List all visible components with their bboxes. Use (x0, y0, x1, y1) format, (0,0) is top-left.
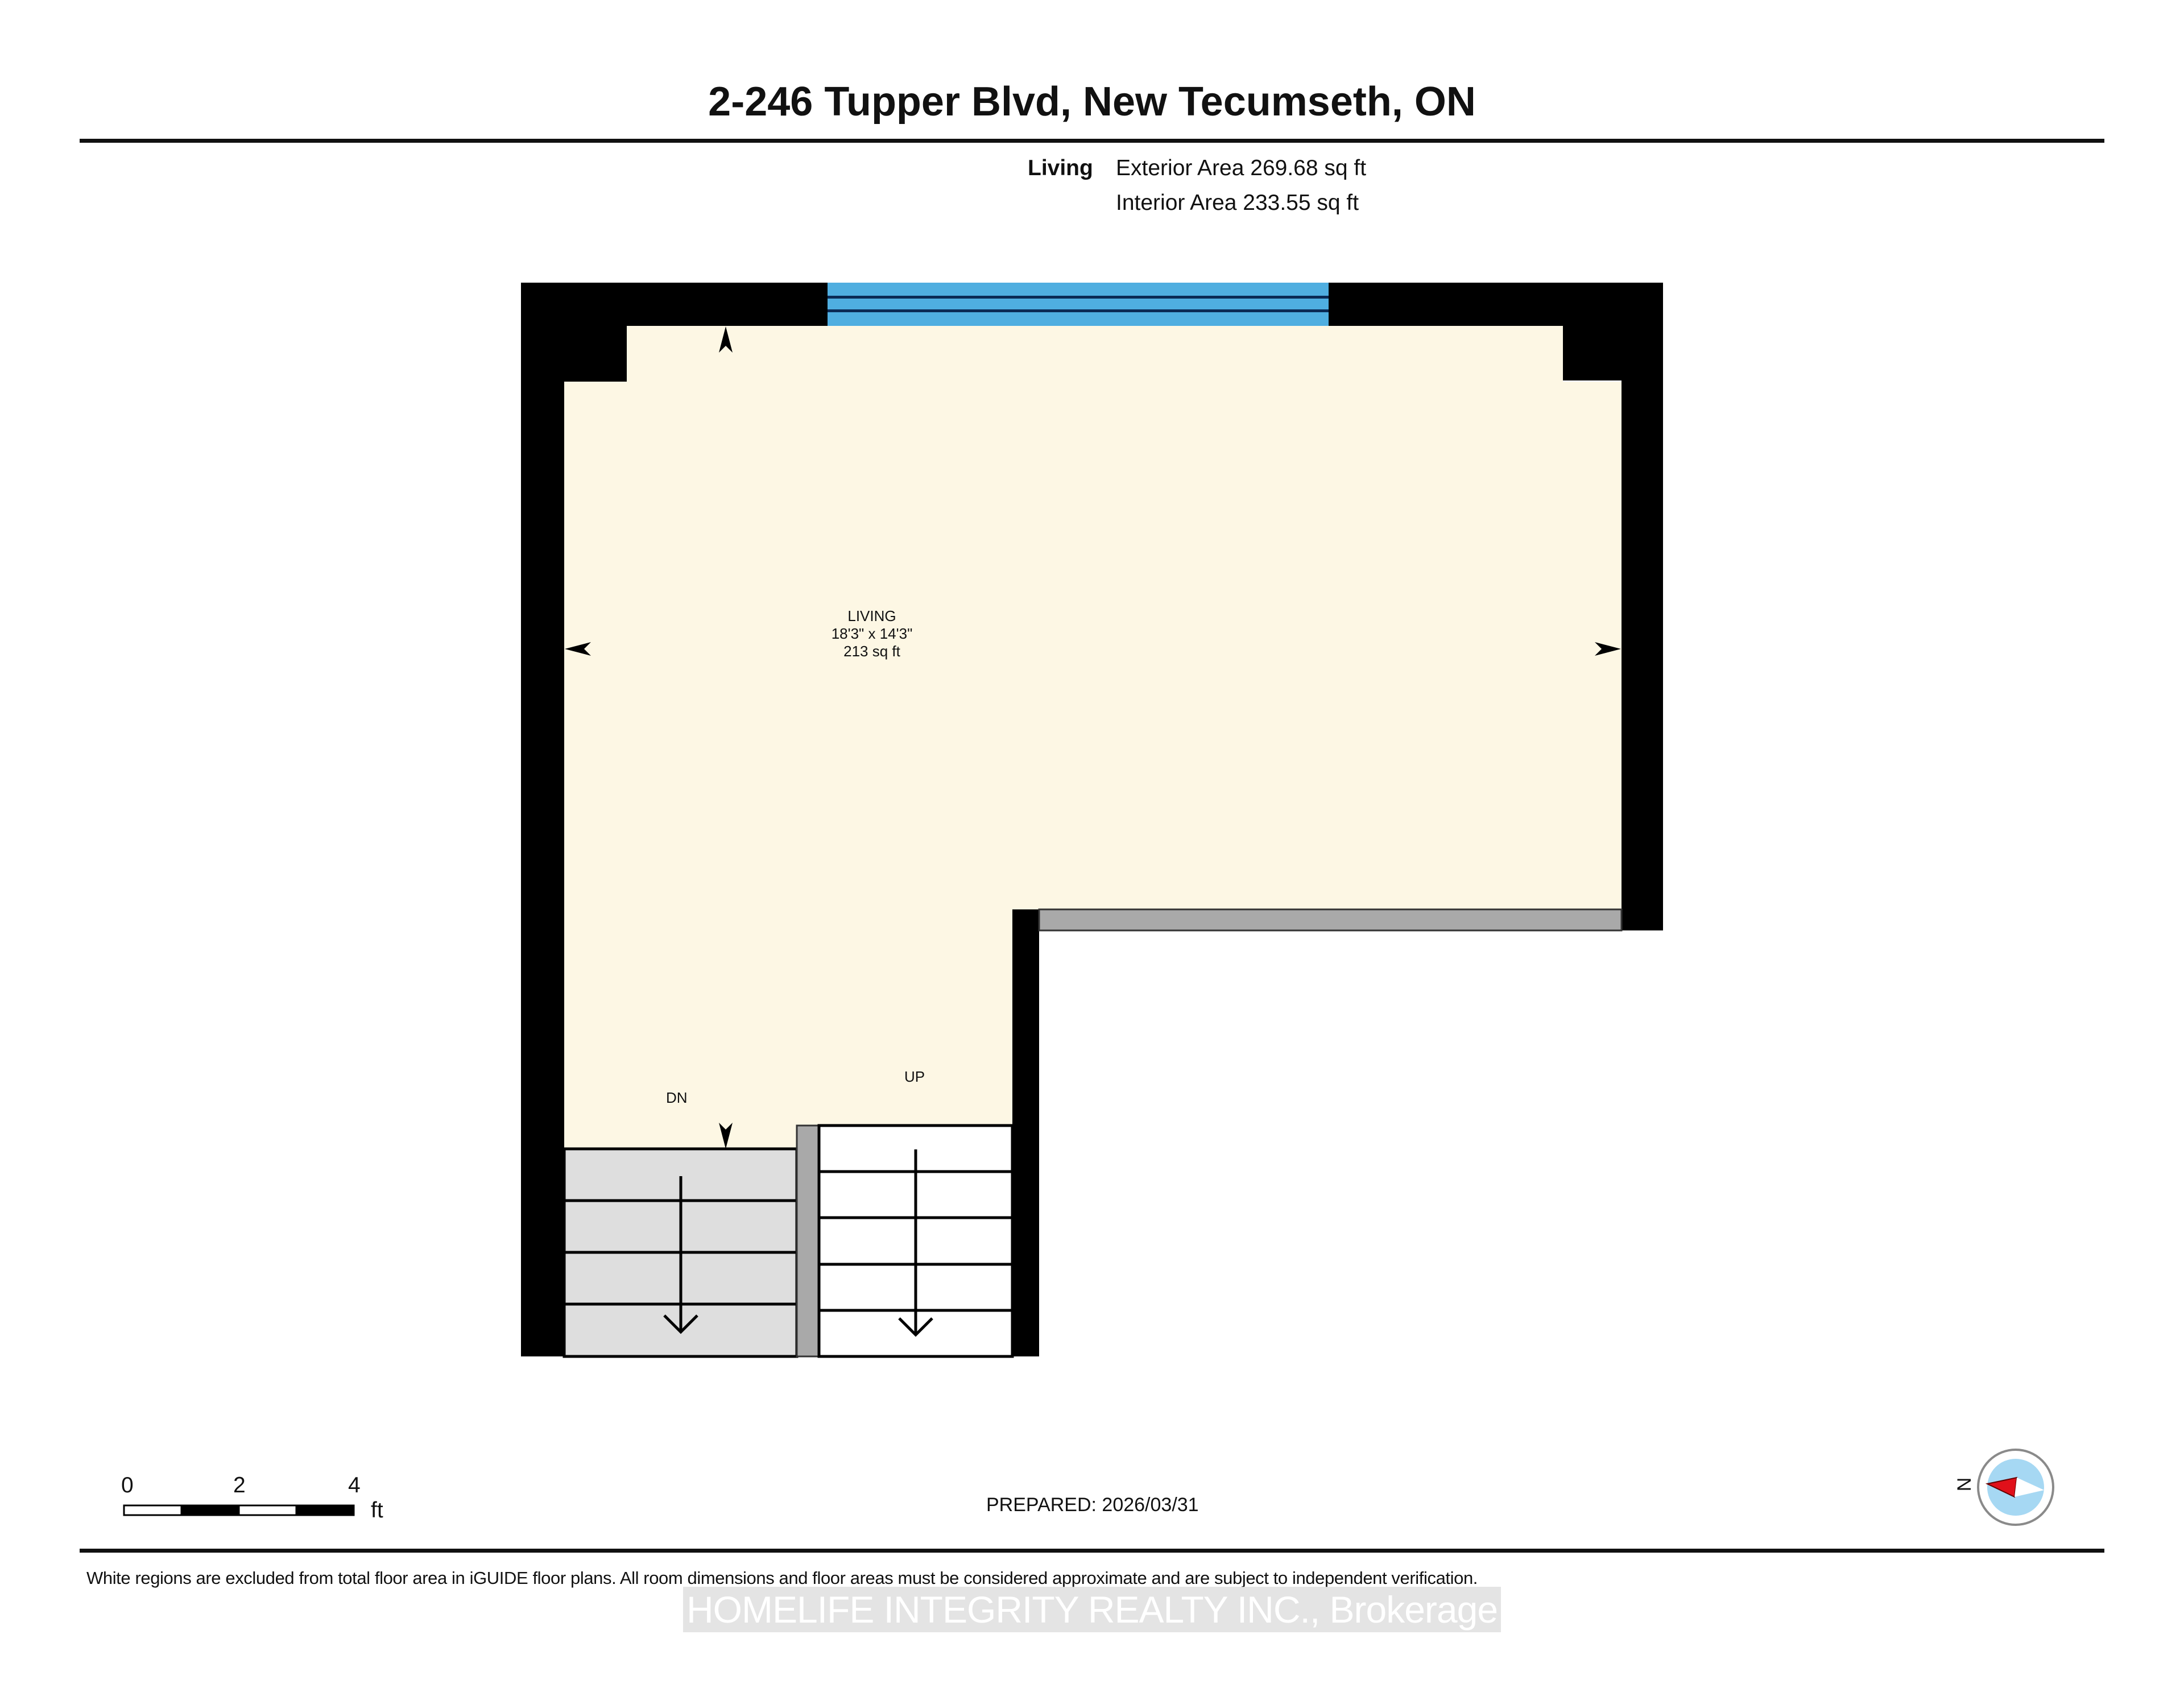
scale-tick-0: 0 (121, 1473, 134, 1497)
stair-down (562, 1147, 799, 1358)
scale-tick-2: 2 (233, 1473, 246, 1497)
stair-label-dn: DN (666, 1089, 688, 1106)
scale-unit: ft (371, 1498, 383, 1522)
exterior-walls (521, 283, 1663, 1356)
stair-up (817, 1124, 1014, 1358)
disclaimer: White regions are excluded from total fl… (86, 1568, 1478, 1588)
prepared-date: PREPARED: 2026/03/31 (986, 1494, 1199, 1516)
arrow-left-icon (565, 642, 591, 656)
interior-area: Interior Area 233.55 sq ft (1116, 191, 1359, 215)
room-label-living: LIVING 18'3" x 14'3" 213 sq ft (815, 607, 929, 660)
stair-divider (796, 1124, 820, 1358)
watermark: HOMELIFE INTEGRITY REALTY INC., Brokerag… (0, 1587, 2184, 1632)
window (828, 283, 1329, 326)
header-divider (80, 139, 2104, 143)
level-label: Living (1028, 156, 1093, 180)
living-floor (564, 326, 1622, 1149)
room-name: LIVING (847, 607, 896, 624)
footer-divider (80, 1549, 2104, 1553)
scale-tick-4: 4 (348, 1473, 361, 1497)
arrow-up-icon (719, 326, 733, 353)
dimension-arrows (565, 326, 1621, 1149)
exterior-area: Exterior Area 269.68 sq ft (1116, 156, 1367, 180)
arrow-down-icon (719, 1123, 733, 1149)
arrow-right-icon (1595, 642, 1621, 656)
compass-icon (1977, 1449, 2054, 1526)
room-area: 213 sq ft (843, 643, 900, 660)
interior-wall (1038, 908, 1623, 932)
watermark-text: HOMELIFE INTEGRITY REALTY INC., Brokerag… (682, 1587, 1502, 1632)
page-title: 2-246 Tupper Blvd, New Tecumseth, ON (708, 79, 1476, 125)
compass-north-label: N (1953, 1477, 1975, 1492)
scale-bar (123, 1504, 355, 1516)
room-dimensions: 18'3" x 14'3" (831, 625, 913, 642)
stair-label-up: UP (904, 1068, 925, 1085)
